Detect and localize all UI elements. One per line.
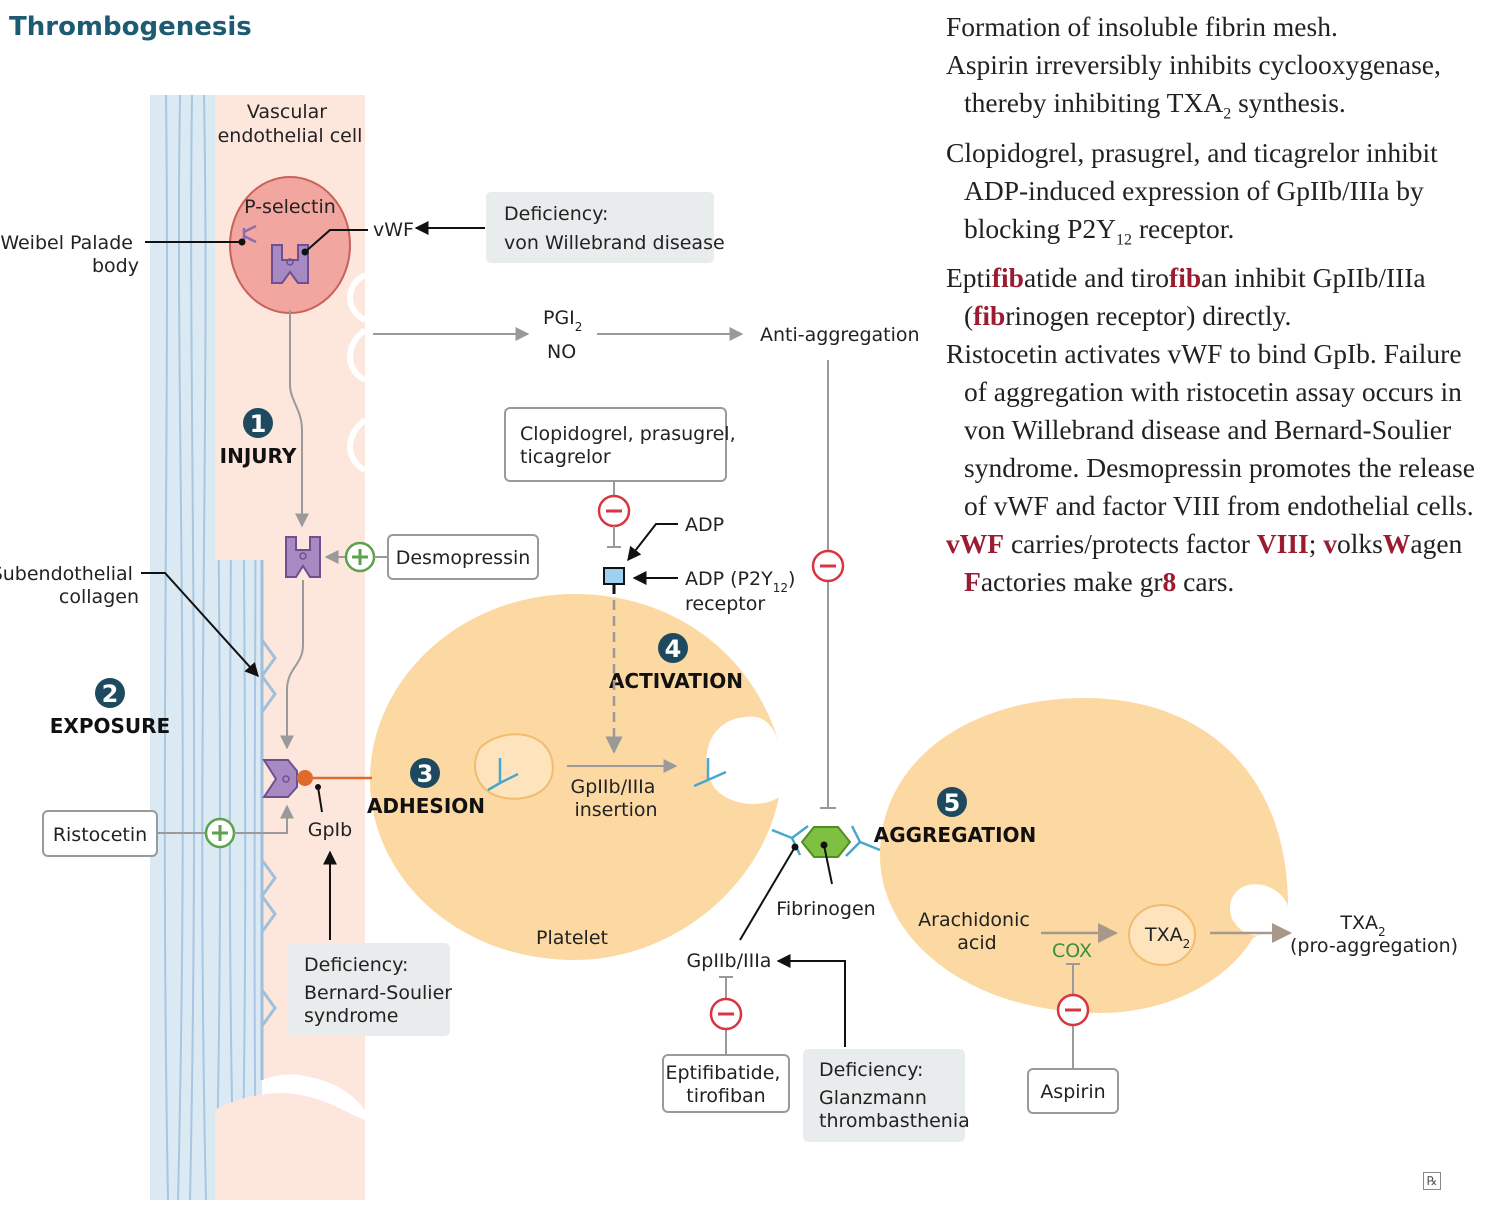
granule [474, 733, 554, 800]
anti-aggregation-minus-icon [811, 549, 845, 583]
step-3-badge: 3 [410, 758, 440, 788]
deficiency-bss-box: Deficiency: Bernard-Soulier syndrome [288, 943, 458, 1036]
aspirin-box: Aspirin [1027, 1068, 1119, 1114]
note-item: Ristocetin activates vWF to bind GpIb. F… [946, 338, 1475, 521]
notes-panel: Formation of insoluble fibrin mesh. Aspir… [946, 8, 1500, 601]
p-selectin-icon [242, 224, 257, 244]
clopidogrel-minus-icon [597, 494, 631, 528]
platelet-label: Platelet [536, 927, 608, 949]
svg-text:Weibel Palade body: Weibel Palade body [0, 232, 139, 277]
svg-text:Deficiency: Glanzmann: Deficiency: Glanzmann thrombasthenia [819, 1059, 970, 1132]
pgi2-label: PGI2 [543, 307, 582, 334]
desmopressin-box: Desmopressin [387, 534, 539, 580]
fibrinogen-icon [800, 826, 852, 858]
p-selectin-label: P-selectin [244, 196, 336, 218]
activation-label: ACTIVATION [609, 669, 743, 693]
svg-text:Aspirin: Aspirin [1040, 1081, 1105, 1103]
gpiib-iiia-surface-icon [693, 758, 727, 788]
gpiib-iiia-bridge-right-icon [845, 825, 881, 857]
step-1-badge: 1 [243, 408, 273, 438]
ristocetin-plus-icon [204, 817, 236, 849]
svg-text:3: 3 [417, 760, 434, 788]
ristocetin-box: Ristocetin [42, 810, 158, 857]
exposure-label: EXPOSURE [50, 714, 170, 738]
note-item: vWF carries/protects factor VIII; volksW… [946, 528, 1463, 597]
eptifibatide-box: Eptifibatide, tirofiban [662, 1054, 790, 1113]
txa2-pro-aggregation-label: TXA2 (pro-aggregation) [1290, 912, 1458, 957]
eptifibatide-minus-icon [709, 997, 743, 1031]
svg-text:Deficiency: von Willebra: Deficiency: von Willebrand disease [504, 203, 725, 254]
svg-text:4: 4 [665, 635, 682, 663]
note-item: Aspirin irreversibly inhibits cyclooxyge… [946, 49, 1441, 123]
svg-text:2: 2 [102, 680, 119, 708]
svg-text:5: 5 [944, 789, 961, 817]
txa2-vesicle: TXA2 [1128, 904, 1196, 966]
p2y12-receptor-icon [603, 567, 625, 585]
adp-label: ADP [627, 514, 724, 562]
anti-aggregation-label: Anti-aggregation [760, 324, 920, 346]
endothelial-cell-label: Vascular endothelial cell [218, 101, 363, 147]
deficiency-glanzmann-box: Deficiency: Glanzmann thrombasthenia [803, 1049, 970, 1142]
svg-text:Subendothelial collagen: Subendothelial collagen [0, 563, 139, 608]
gp-insertion-label: GpIIb/IIIa insertion [571, 776, 662, 821]
cox-label: COX [1052, 940, 1092, 962]
note-item: Formation of insoluble fibrin mesh. [946, 11, 1338, 42]
vwf-label: vWF [301, 219, 414, 256]
svg-text:Clopidogrel, prasugrel,: Clopidogrel, prasugrel, ticagrelor [520, 423, 742, 468]
svg-text:Fibrinogen: Fibrinogen [776, 898, 875, 920]
vwf-collagen-bound-icon [262, 759, 298, 798]
desmopressin-plus-icon [344, 541, 376, 573]
note-item: Eptifibatide and tirofiban inhibit GpIIb… [946, 262, 1426, 331]
vwf-receptor-released-icon [285, 536, 321, 578]
svg-text:Ristocetin: Ristocetin [53, 824, 147, 846]
svg-text:Deficiency: Bernard-Soul: Deficiency: Bernard-Soulier syndrome [304, 954, 458, 1027]
gpiib-iiia-label: GpIIb/IIIa [687, 843, 799, 972]
clopidogrel-box: Clopidogrel, prasugrel, ticagrelor [504, 407, 742, 482]
step-4-badge: 4 [658, 633, 688, 663]
aggregation-label: AGGREGATION [874, 823, 1037, 847]
no-label: NO [547, 341, 576, 363]
injury-label: INJURY [220, 444, 297, 468]
gpib-label: GpIb [308, 784, 352, 841]
note-item: Clopidogrel, prasugrel, and ticagrelor i… [946, 136, 1438, 249]
gpib-icon [297, 770, 313, 786]
page-title: Thrombogenesis [9, 12, 252, 42]
svg-text:vWF: vWF [373, 219, 414, 241]
svg-text:Eptifibatide, tirofiban: Eptifibatide, tirofiban [665, 1062, 786, 1107]
deficiency-vwd-box: Deficiency: von Willebrand disease [486, 192, 725, 263]
fibrinogen-label: Fibrinogen [776, 841, 876, 920]
svg-text:Desmopressin: Desmopressin [396, 547, 531, 569]
subendothelial-collagen-label: Subendothelial collagen [0, 563, 259, 678]
arachidonic-acid-label: Arachidonic acid [918, 909, 1036, 954]
svg-text:GpIIb/IIIa: GpIIb/IIIa [687, 950, 772, 972]
step-2-badge: 2 [95, 678, 125, 708]
platelet-adhesion [370, 594, 779, 960]
svg-text:TXA2: TXA2 [1144, 924, 1190, 951]
rx-icon: ℞ [1423, 1172, 1441, 1190]
svg-text:GpIb: GpIb [308, 819, 352, 841]
step-5-badge: 5 [937, 787, 967, 817]
weibel-palade-label: Weibel Palade body [0, 232, 246, 277]
gpiib-iiia-granule-icon [487, 758, 519, 792]
svg-text:ADP: ADP [685, 514, 724, 536]
aspirin-minus-icon [1056, 993, 1090, 1027]
svg-text:1: 1 [250, 410, 267, 438]
platelet-aggregation [880, 698, 1288, 1013]
adhesion-label: ADHESION [367, 794, 485, 818]
vwf-receptor-icon [271, 244, 309, 284]
adp-receptor-label: ADP (P2Y12) receptor [685, 568, 801, 615]
